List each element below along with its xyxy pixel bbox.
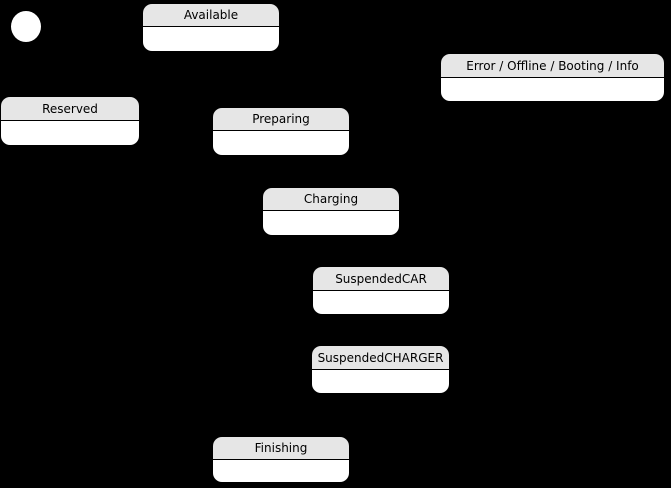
- state-node-finishing: Finishing: [212, 436, 350, 483]
- state-node-available: Available: [142, 3, 280, 52]
- state-label: SuspendedCAR: [313, 267, 449, 291]
- state-label: Available: [143, 4, 279, 27]
- state-node-error-offline-booting-info: Error / Offline / Booting / Info: [440, 53, 665, 102]
- state-node-preparing: Preparing: [212, 107, 350, 156]
- state-label: Finishing: [213, 437, 349, 460]
- state-body: [313, 291, 449, 314]
- state-body: [213, 460, 349, 482]
- state-body: [441, 78, 664, 101]
- state-label: Charging: [263, 188, 399, 211]
- state-label: Error / Offline / Booting / Info: [441, 54, 664, 78]
- state-label: SuspendedCHARGER: [312, 346, 449, 370]
- state-node-reserved: Reserved: [0, 96, 140, 146]
- state-body: [263, 211, 399, 235]
- state-body: [143, 27, 279, 51]
- state-label: Reserved: [1, 97, 139, 121]
- state-body: [312, 370, 449, 393]
- state-node-suspendedcharger: SuspendedCHARGER: [311, 345, 450, 394]
- initial-state-icon: [11, 11, 41, 42]
- state-node-suspendedcar: SuspendedCAR: [312, 266, 450, 315]
- state-body: [1, 121, 139, 145]
- state-label: Preparing: [213, 108, 349, 131]
- state-node-charging: Charging: [262, 187, 400, 236]
- state-body: [213, 131, 349, 155]
